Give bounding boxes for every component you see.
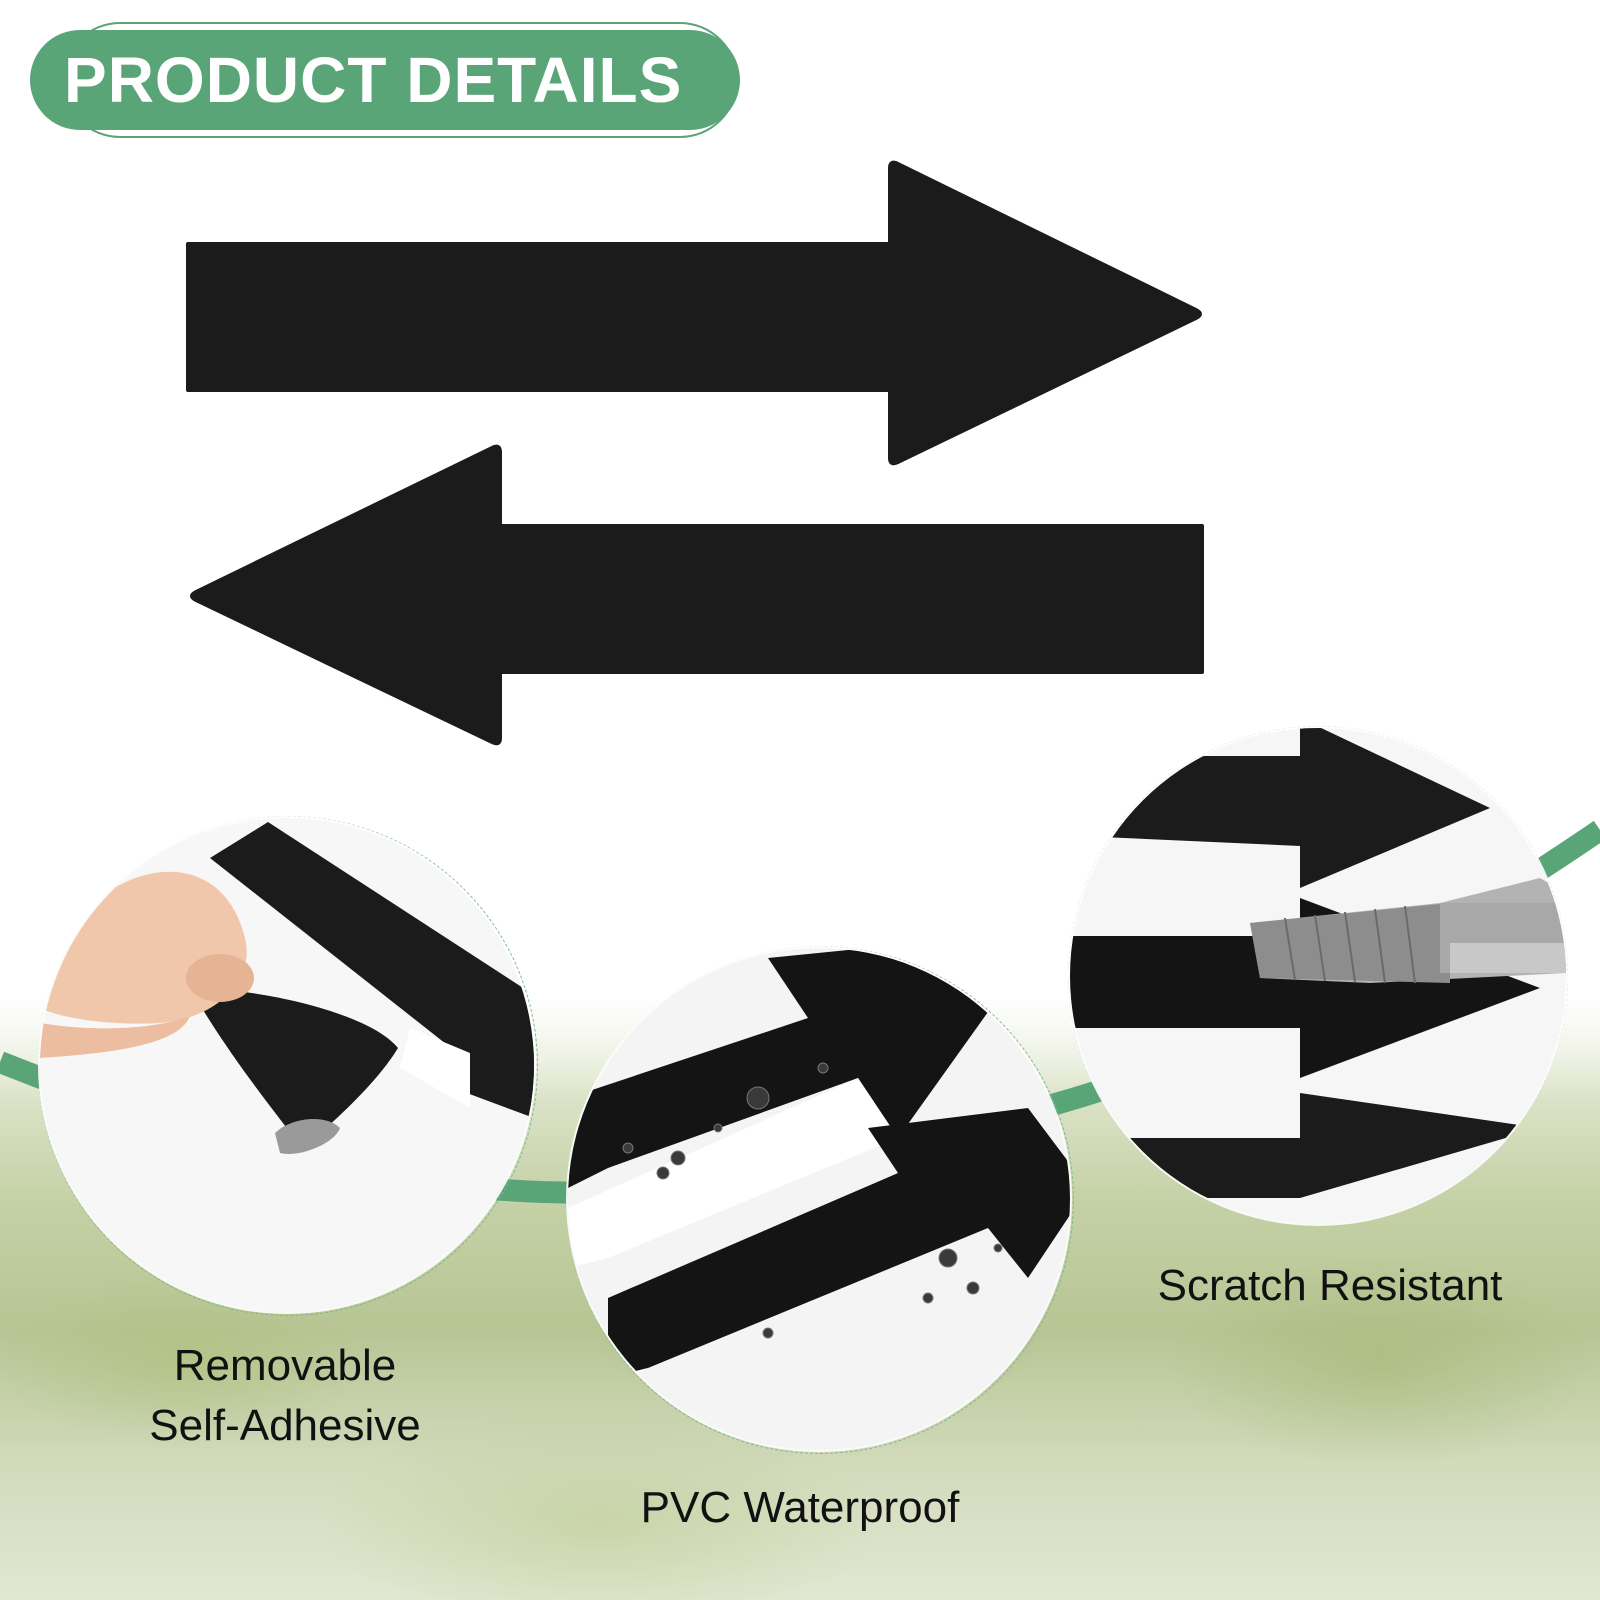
header-badge: [30, 30, 740, 130]
feature-label-scratch: Scratch Resistant: [1157, 1261, 1503, 1310]
scratch-resistant-feature-image: [1070, 728, 1566, 1224]
feature-label-waterproof: PVC Waterproof: [640, 1483, 960, 1532]
feature-label-line-1: Removable: [173, 1341, 397, 1390]
feature-label-removable: Removable Self-Adhesive: [120, 1336, 450, 1456]
feature-label-line-2: Self-Adhesive: [149, 1401, 421, 1450]
feature-circle-outline: [1068, 726, 1568, 1226]
feature-circle-outline: [38, 816, 538, 1316]
waterproof-feature-image: [568, 948, 1070, 1450]
arrow-stickers: [186, 160, 1204, 746]
right-arrow-icon: [186, 160, 1202, 466]
removable-feature-image: [40, 818, 534, 1312]
page-title: PRODUCT DETAILS: [64, 44, 683, 116]
feature-circle-outline: [566, 946, 1074, 1454]
left-arrow-icon: [190, 444, 1204, 746]
